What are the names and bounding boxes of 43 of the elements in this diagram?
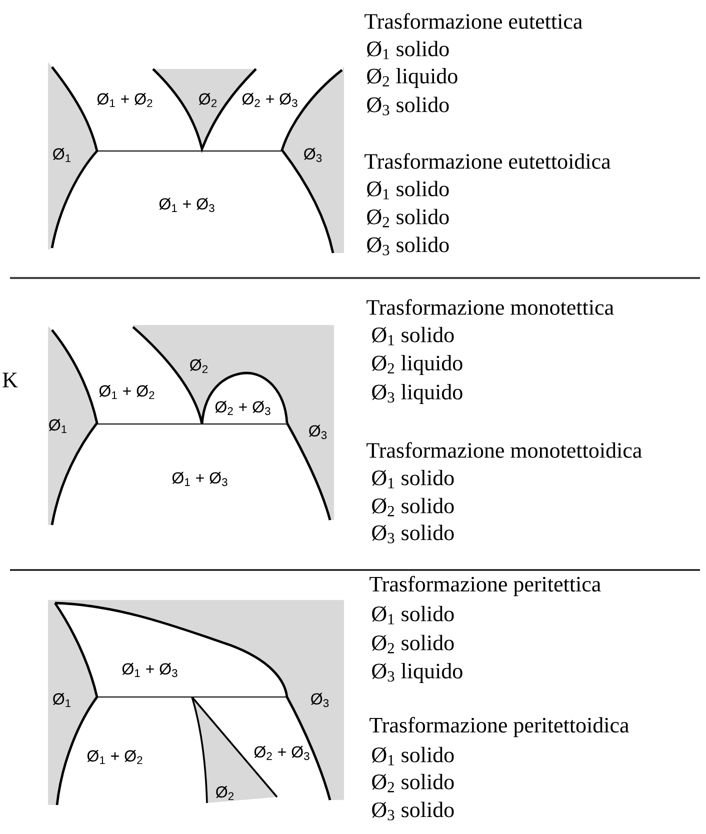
phase-label: Ø$_{1}$ + Ø$_{2}$ [99, 384, 154, 400]
phase-state-text: Ø$_{2}$ liquido [372, 355, 462, 375]
phase-label: Ø$_{2}$ [198, 92, 217, 108]
phase-label: Ø$_{1}$ [52, 148, 71, 162]
heading-text: Trasformazione peritettoidica [370, 716, 629, 738]
phase-label: Ø$_{1}$ + Ø$_{3}$ [159, 198, 214, 212]
heading-text: Trasformazione monotettoidica [366, 442, 642, 458]
phase-label: Ø$_{2}$ + Ø$_{3}$ [242, 92, 298, 108]
phase-label: Ø$_{1}$ [52, 693, 71, 708]
phase-label: Ø$_{3}$ [310, 692, 329, 708]
phase-label: Ø$_{1}$ + Ø$_{2}$ [87, 750, 142, 764]
phase-label: Ø$_{3}$ [304, 148, 322, 162]
phase-state-text: Ø$_{3}$ liquido [372, 663, 462, 683]
phase-label: Ø$_{1}$ + Ø$_{3}$ [122, 662, 178, 678]
phase-state-text: Ø$_{1}$ solido [367, 180, 449, 200]
heading-text: Trasformazione peritettica [370, 576, 601, 596]
phase-state-text: Ø$_{2}$ solido [372, 498, 454, 516]
phase-state-text: Ø$_{3}$ solido [372, 802, 454, 820]
phase-state-text: Ø$_{2}$ solido [372, 634, 454, 654]
phase-label: Ø$_{2}$ [190, 358, 208, 374]
phase-state-text: Ø$_{2}$ solido [372, 774, 454, 792]
phase-state-text: Ø$_{3}$ solido [367, 236, 449, 256]
phase-label: Ø$_{2}$ [216, 786, 234, 800]
phase-label: Ø$_{3}$ [308, 424, 327, 440]
phase-state-text: Ø$_{1}$ solido [372, 326, 454, 346]
phase-state-text: Ø$_{3}$ solido [367, 96, 449, 116]
phase-state-text: Ø$_{2}$ solido [367, 208, 449, 228]
phase-state-text: Ø$_{3}$ liquido [372, 384, 462, 404]
heading-text: Trasformazione eutettoidica [364, 153, 611, 169]
heading-text: Trasformazione eutettica [364, 13, 582, 29]
phase-label: Ø$_{2}$ + Ø$_{3}$ [254, 746, 310, 760]
phase-label: Ø$_{1}$ + Ø$_{3}$ [172, 472, 228, 486]
phase-state-text: Ø$_{1}$ solido [372, 470, 454, 488]
phase-state-text: Ø$_{3}$ solido [372, 524, 454, 544]
phase-state-text: Ø$_{1}$ solido [372, 746, 454, 766]
phase-state-text: Ø$_{2}$ liquido [367, 68, 458, 88]
heading-text: Trasformazione monotettica [366, 299, 614, 315]
phase-state-text: Ø$_{1}$ solido [367, 40, 449, 60]
letter-label: K [2, 372, 18, 388]
phase-state-text: Ø$_{1}$ solido [372, 606, 454, 624]
phase-label: Ø$_{1}$ [48, 418, 67, 434]
phase-label: Ø$_{1}$ + Ø$_{2}$ [97, 92, 152, 108]
phase-label: Ø$_{2}$ + Ø$_{3}$ [215, 400, 270, 416]
